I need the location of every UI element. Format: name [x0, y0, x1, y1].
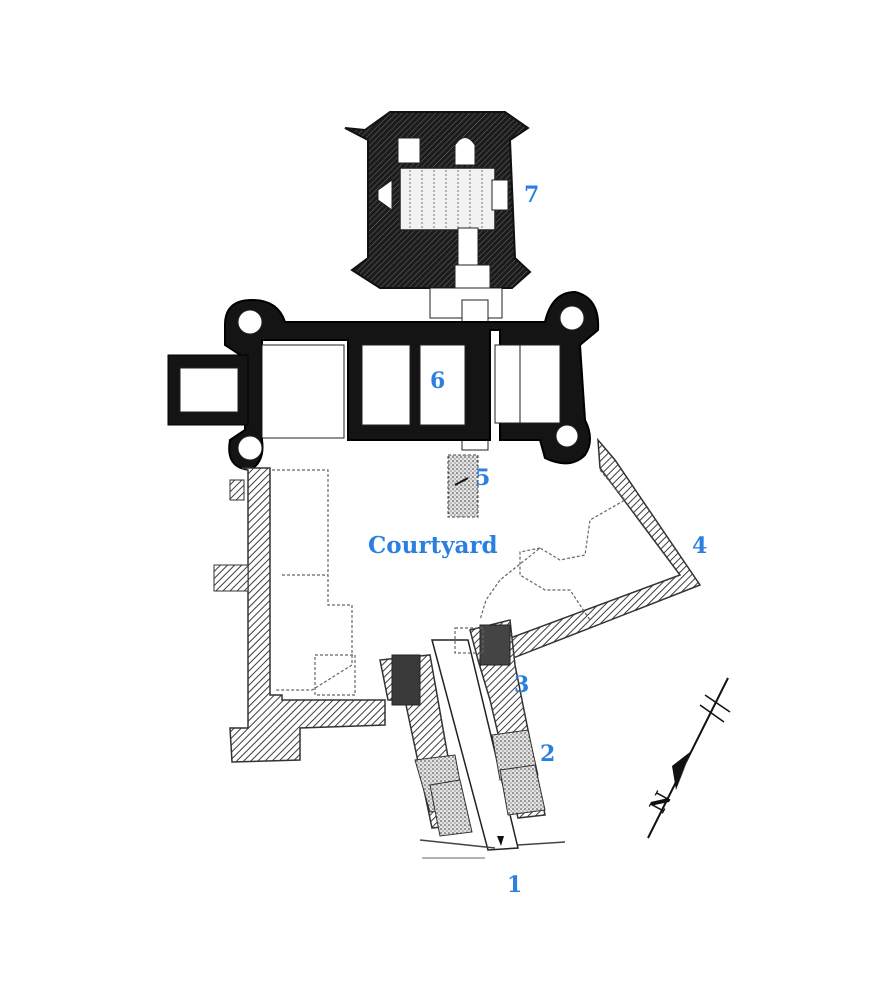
label-2: 2	[540, 741, 556, 767]
gate-passage	[414, 639, 566, 859]
stair-5	[447, 454, 479, 518]
compass-letter: N	[645, 787, 677, 817]
label-1: 1	[507, 872, 523, 898]
label-6: 6	[430, 368, 446, 394]
label-7: 7	[524, 182, 540, 208]
hall-range	[167, 290, 600, 472]
courtyard-ghost-walls	[272, 469, 626, 696]
label-3: 3	[514, 672, 530, 698]
tower-keep	[344, 111, 532, 291]
label-courtyard: Courtyard	[368, 532, 498, 559]
label-5: 5	[475, 465, 491, 491]
north-arrow-icon	[647, 677, 731, 839]
label-4: 4	[692, 533, 708, 559]
